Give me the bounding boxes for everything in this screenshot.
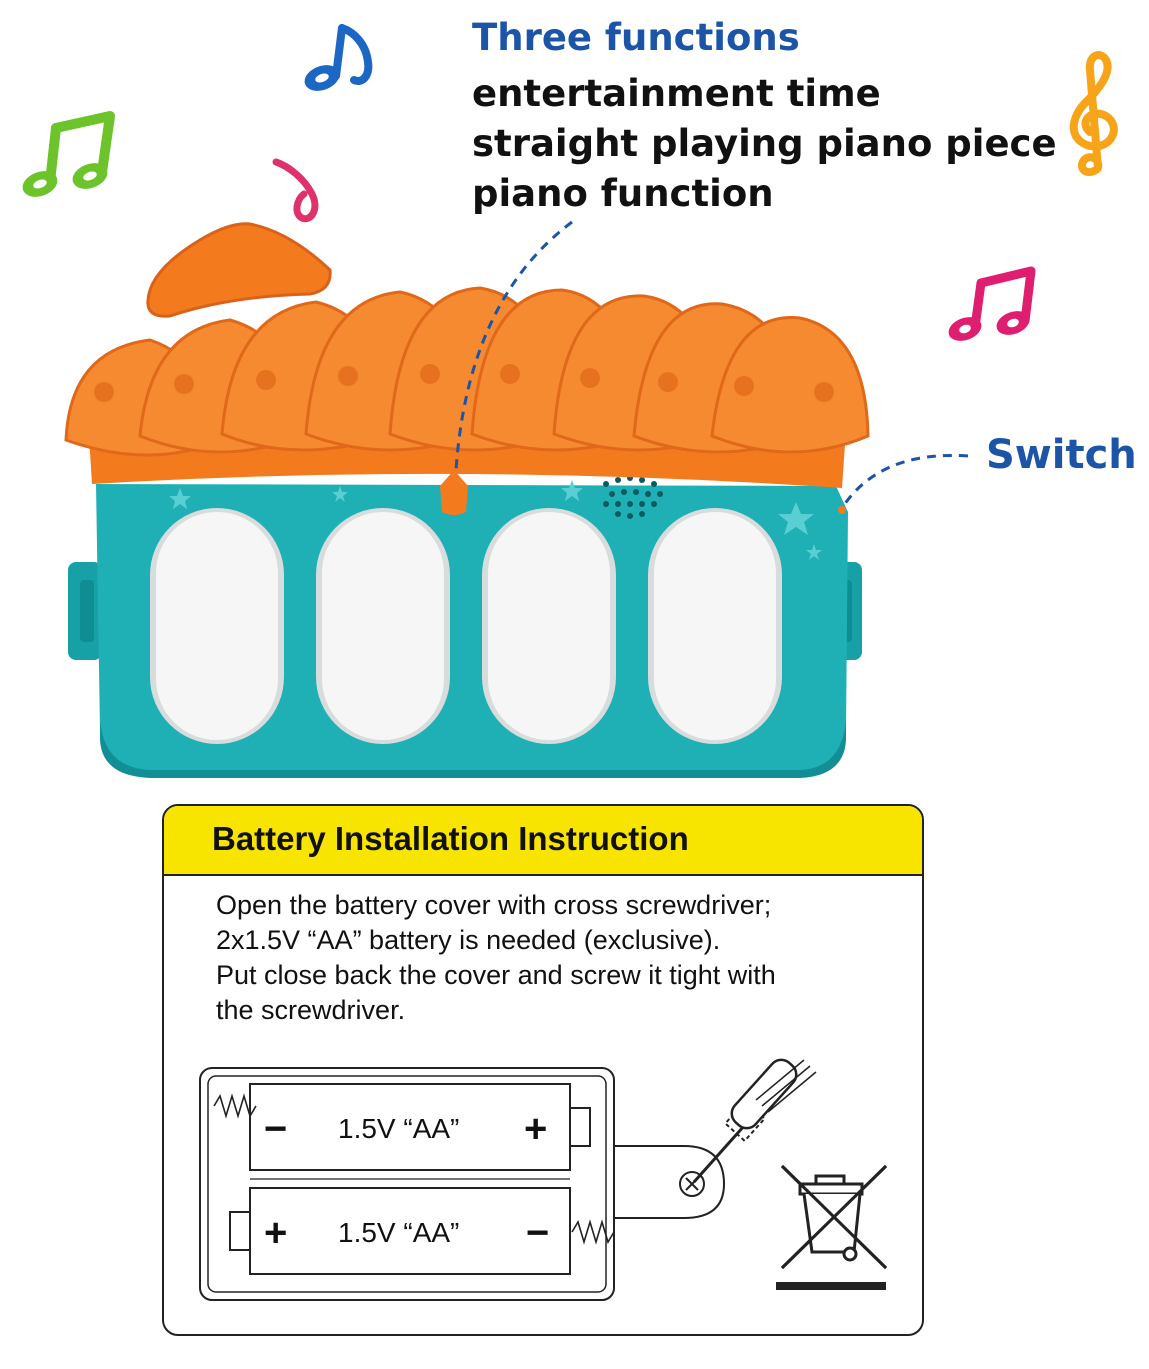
cell-top-left-sign: − [264, 1107, 287, 1151]
instruction-line-2: 2x1.5V “AA” battery is needed (exclusive… [216, 925, 721, 955]
battery-instruction-panel: Battery Installation Instruction Open th… [162, 804, 924, 1336]
switch-label: Switch [986, 432, 1137, 478]
cell-bottom-left-sign: + [264, 1211, 287, 1255]
music-note-blue-icon [304, 24, 373, 91]
function-item-entertainment: entertainment time [472, 72, 881, 115]
music-note-magenta-icon [948, 266, 1036, 341]
speaker-grille-icon [603, 475, 663, 519]
battery-instruction-header: Battery Installation Instruction [164, 806, 922, 876]
function-item-straight-playing: straight playing piano piece [472, 122, 1057, 165]
instruction-line-1: Open the battery cover with cross screwd… [216, 890, 772, 920]
toy-piano-illustration [64, 220, 969, 778]
battery-diagram: − 1.5V “AA” + + 1.5V “AA” − [199, 1058, 888, 1301]
instruction-line-4: the screwdriver. [216, 995, 406, 1025]
battery-instruction-title: Battery Installation Instruction [212, 820, 689, 857]
cell-bottom-label: 1.5V “AA” [338, 1217, 459, 1248]
cell-top-right-sign: + [524, 1107, 547, 1151]
cell-top-label: 1.5V “AA” [338, 1113, 459, 1144]
music-note-green-icon [22, 111, 115, 197]
music-note-pink-icon [272, 158, 319, 223]
crossed-bin-icon [776, 1164, 888, 1290]
piano-keys [150, 508, 782, 744]
function-item-piano: piano function [472, 172, 774, 215]
screwdriver-icon [692, 1058, 817, 1183]
functions-title: Three functions [472, 16, 800, 59]
treble-clef-icon [1069, 51, 1118, 177]
screw-hole-icon [679, 1171, 705, 1197]
cell-bottom-right-sign: − [526, 1211, 549, 1255]
instruction-line-3: Put close back the cover and screw it ti… [216, 960, 776, 990]
